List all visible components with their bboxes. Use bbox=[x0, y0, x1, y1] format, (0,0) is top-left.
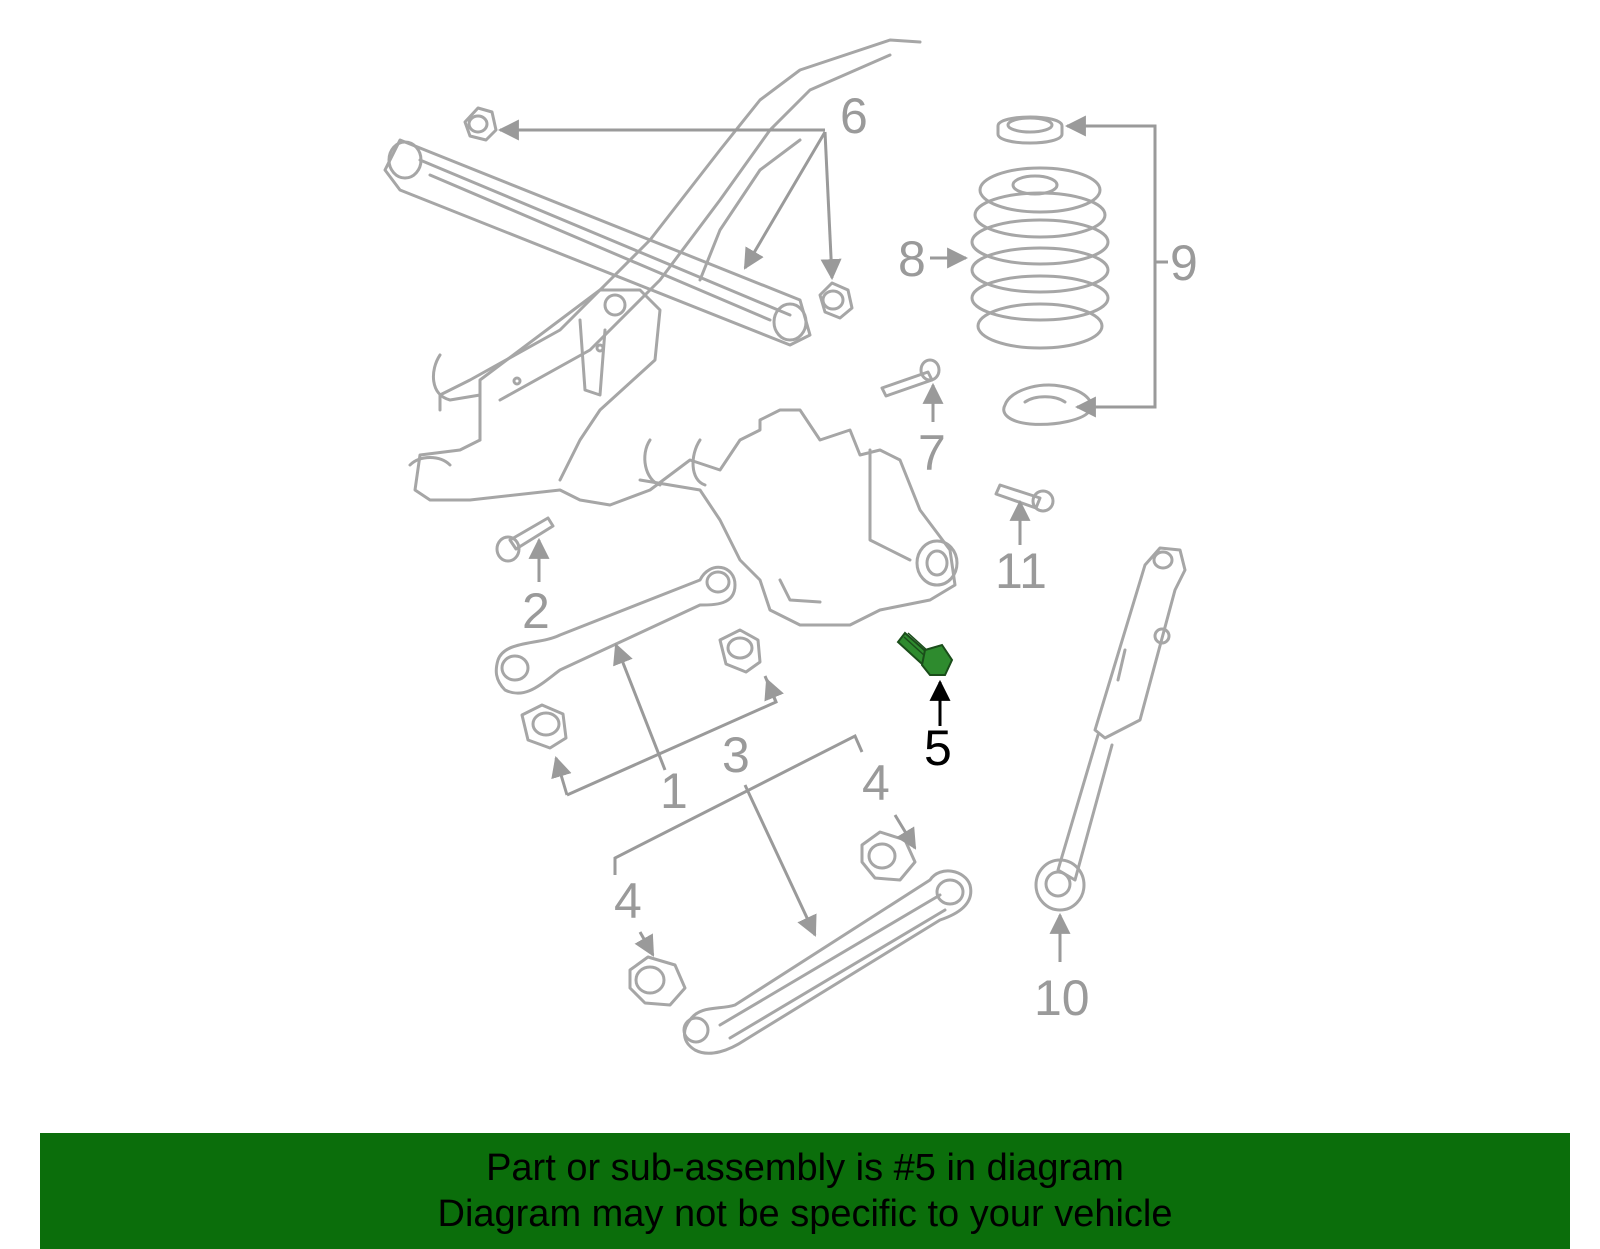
callout-4-upper: 4 bbox=[862, 755, 890, 811]
spring-insulator-lower bbox=[1002, 383, 1093, 426]
lower-control-arm-3 bbox=[682, 869, 973, 1055]
leader-3 bbox=[743, 784, 817, 937]
leader-9 bbox=[1068, 124, 1157, 260]
leader-4a bbox=[893, 814, 917, 850]
leader-6b bbox=[743, 131, 827, 270]
bushing-6-lower bbox=[818, 281, 854, 320]
callout-10: 10 bbox=[1034, 970, 1090, 1026]
bolt-11 bbox=[994, 483, 1055, 513]
leader-6c bbox=[820, 131, 842, 281]
bolt-5-highlighted[interactable] bbox=[896, 631, 954, 676]
axle-housing bbox=[408, 288, 959, 627]
lower-link-1 bbox=[494, 565, 737, 695]
callout-3: 3 bbox=[722, 727, 750, 783]
bushing-link-b bbox=[520, 703, 568, 750]
callout-5-highlighted: 5 bbox=[924, 720, 952, 776]
banner-line-2: Diagram may not be specific to your vehi… bbox=[437, 1193, 1173, 1235]
bushing-link-a bbox=[718, 628, 762, 674]
leader-1 bbox=[613, 643, 667, 771]
callout-11: 11 bbox=[995, 543, 1047, 599]
bushing-4-upper bbox=[860, 830, 917, 882]
leader-4b bbox=[634, 931, 655, 957]
callout-9: 9 bbox=[1170, 235, 1198, 291]
coil-spring-8 bbox=[970, 166, 1110, 350]
parts-diagram: 6 8 9 7 11 2 1 3 4 4 10 5 bbox=[383, 38, 1198, 1055]
leader-3-bracket bbox=[613, 733, 864, 875]
upper-control-arm bbox=[383, 138, 812, 347]
callout-1: 1 bbox=[660, 763, 688, 819]
callout-2: 2 bbox=[522, 583, 550, 639]
info-banner: Part or sub-assembly is #5 in diagram Di… bbox=[40, 1133, 1570, 1249]
bushing-4-lower bbox=[628, 955, 687, 1007]
callout-7: 7 bbox=[918, 425, 946, 481]
bolt-7 bbox=[880, 358, 941, 398]
callout-8: 8 bbox=[898, 231, 926, 287]
bushing-6-upper bbox=[463, 106, 498, 142]
frame-bracket bbox=[438, 38, 922, 412]
bolt-2 bbox=[495, 516, 555, 563]
shock-absorber-10 bbox=[1034, 546, 1187, 912]
callout-6: 6 bbox=[840, 88, 868, 144]
callout-4-lower: 4 bbox=[614, 873, 642, 929]
spring-insulator-upper bbox=[996, 115, 1064, 145]
banner-line-1: Part or sub-assembly is #5 in diagram bbox=[486, 1147, 1124, 1189]
